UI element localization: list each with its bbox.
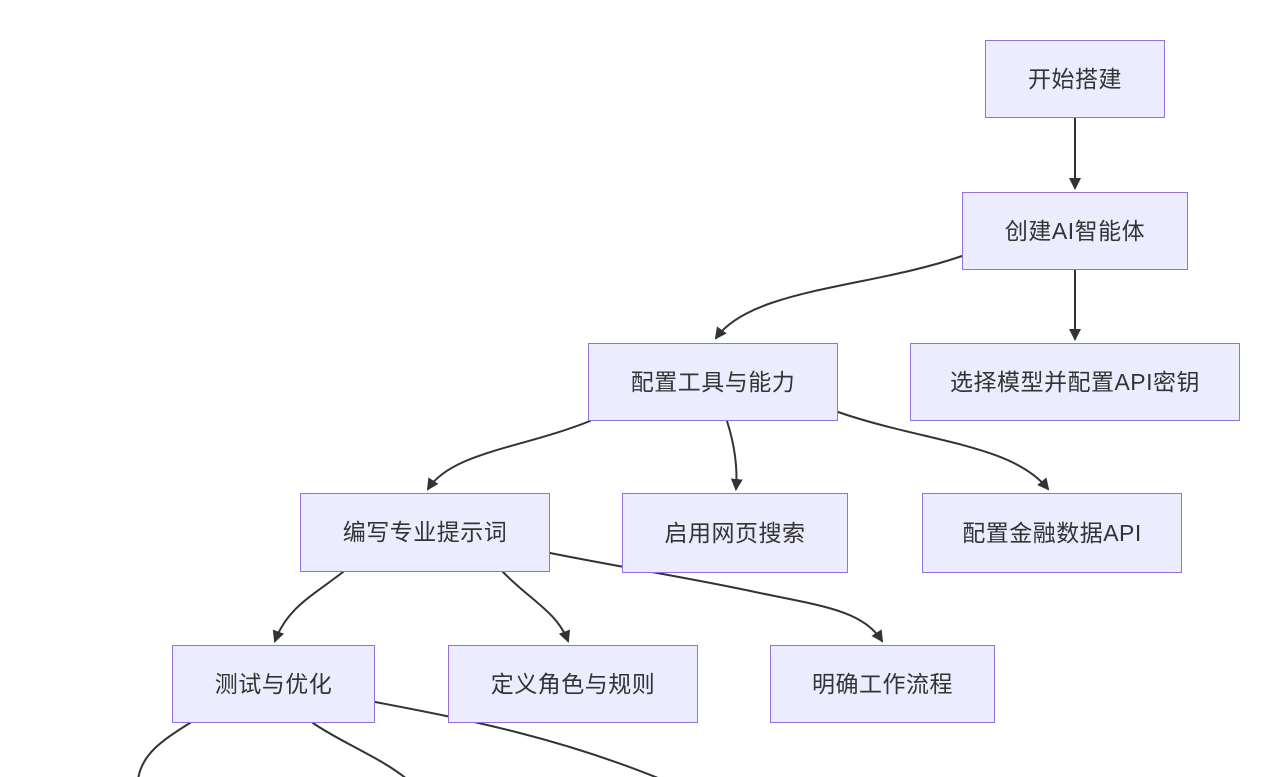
node-label-tools: 配置工具与能力: [630, 368, 796, 395]
node-label-workflow: 明确工作流程: [812, 670, 953, 697]
flowchart-node-prompt: 编写专业提示词: [300, 493, 550, 572]
node-label-finapi: 配置金融数据API: [962, 519, 1142, 546]
flowchart-node-start: 开始搭建: [985, 40, 1165, 118]
flowchart-node-create: 创建AI智能体: [962, 192, 1188, 270]
node-label-roles: 定义角色与规则: [490, 670, 656, 697]
flowchart-node-test: 测试与优化: [172, 645, 375, 723]
edge-test-to-offscreen-below-mid: [312, 722, 406, 777]
node-label-prompt: 编写专业提示词: [342, 519, 508, 545]
flowchart-node-workflow: 明确工作流程: [770, 645, 995, 723]
node-label-create: 创建AI智能体: [1004, 217, 1146, 244]
edge-test-to-offscreen-below-left: [137, 722, 191, 777]
flowchart-node-model: 选择模型并配置API密钥: [910, 343, 1240, 421]
flowchart-node-websearch: 启用网页搜索: [622, 493, 848, 573]
flowchart-node-tools: 配置工具与能力: [588, 343, 838, 421]
edge-prompt-to-test: [272, 571, 344, 643]
edge-prompt-to-workflow: [549, 552, 884, 643]
edge-create-to-tools: [714, 255, 963, 340]
edge-prompt-to-roles: [502, 571, 571, 643]
node-label-test: 测试与优化: [214, 670, 333, 697]
edge-tools-to-finapi: [837, 411, 1050, 491]
node-label-start: 开始搭建: [1028, 65, 1122, 92]
edge-tools-to-prompt: [426, 420, 591, 491]
node-label-websearch: 启用网页搜索: [664, 519, 806, 546]
edge-test-to-offscreen-below-right: [374, 701, 659, 777]
flowchart-node-roles: 定义角色与规则: [448, 645, 698, 723]
edge-tools-to-websearch: [726, 420, 743, 491]
node-label-model: 选择模型并配置API密钥: [949, 368, 1201, 395]
flowchart-node-finapi: 配置金融数据API: [922, 493, 1182, 573]
